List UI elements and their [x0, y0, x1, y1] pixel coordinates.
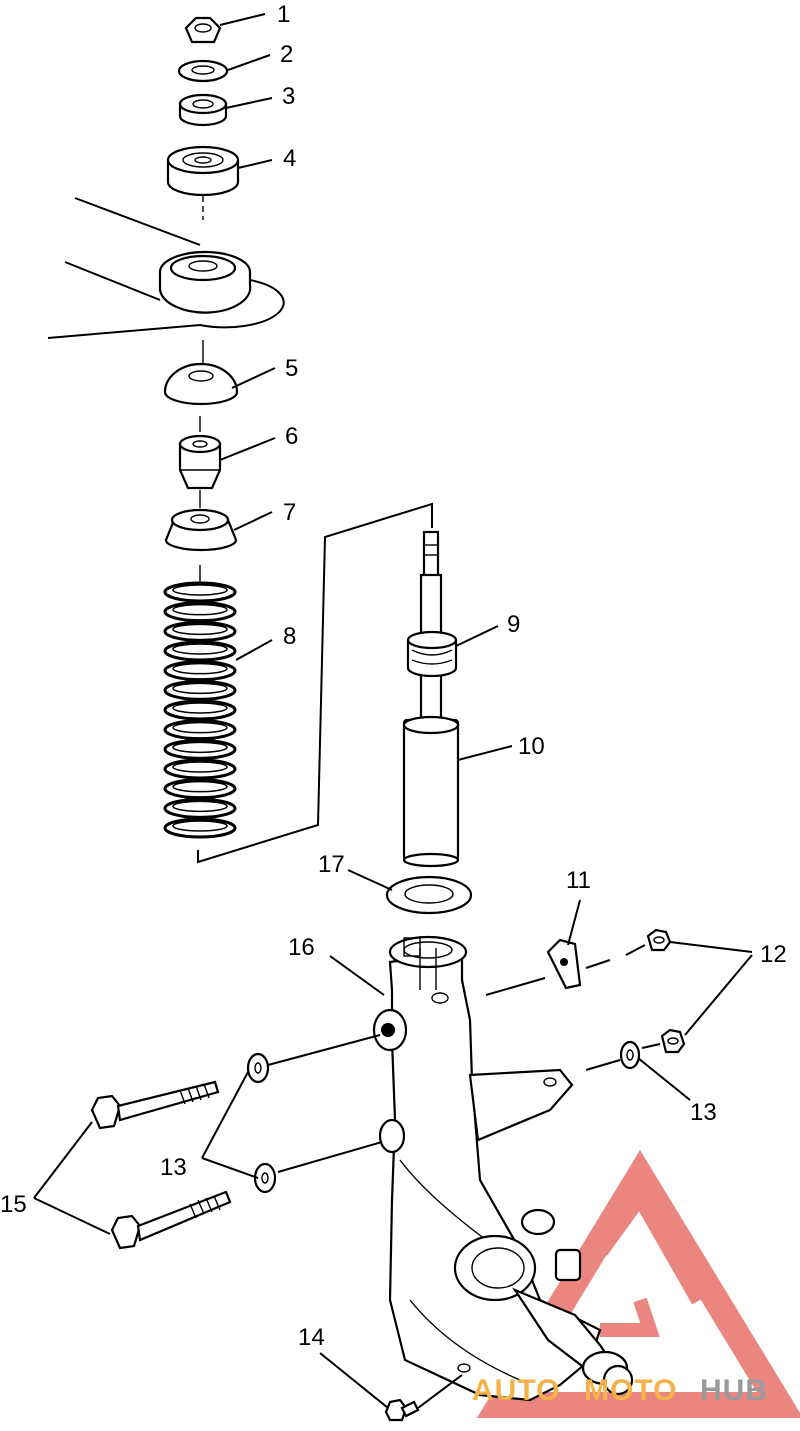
part-13-washer-upper — [246, 1052, 270, 1084]
spring-coil-inner — [172, 584, 228, 596]
callout-8: 8 — [283, 623, 296, 650]
part-15-bolt-upper — [90, 1080, 220, 1130]
spring-coil-inner — [172, 780, 228, 793]
callout-15: 15 — [0, 1191, 27, 1218]
callout-12: 12 — [760, 941, 787, 968]
assembly-bracket-line — [197, 502, 433, 864]
spring-coil-inner — [172, 741, 228, 754]
part-14-grease-fitting — [384, 1398, 420, 1422]
part-13-washer-right — [619, 1040, 641, 1070]
spring-coil-inner — [172, 800, 228, 813]
spring-coil — [163, 581, 237, 603]
spring-coil — [163, 640, 237, 662]
callout-17: 17 — [318, 851, 345, 878]
spring-coil — [163, 797, 237, 819]
callout-11: 11 — [566, 867, 591, 894]
watermark-text: AUTO MOTO HUB — [472, 1374, 768, 1407]
spring-coil — [163, 660, 237, 682]
spring-coil-inner — [172, 603, 228, 616]
part-2-washer — [177, 59, 229, 83]
callout-14: 14 — [298, 1324, 325, 1351]
part-8-coil-spring — [163, 581, 237, 839]
spring-coil-inner — [172, 820, 228, 832]
spring-coil — [163, 620, 237, 642]
watermark-auto: AUTO — [472, 1374, 560, 1407]
spring-coil-inner — [172, 721, 228, 734]
part-5-dome-cap — [163, 362, 239, 406]
callout-1: 1 — [277, 1, 290, 28]
spring-coil — [163, 738, 237, 760]
leader-lines — [33, 13, 753, 1409]
spring-coil — [163, 601, 237, 623]
callout-13-left: 13 — [160, 1154, 187, 1181]
part-11-clip — [546, 938, 582, 990]
spring-coil — [163, 758, 237, 780]
part-6-jam-nut — [178, 434, 222, 490]
part-15-bolt-lower — [110, 1190, 232, 1250]
frame-mount-plate — [47, 197, 285, 339]
part-12-nut-lower — [660, 1028, 686, 1054]
callout-3: 3 — [282, 83, 295, 110]
spring-coil-inner — [172, 643, 228, 655]
spring-coil — [163, 719, 237, 741]
callout-10: 10 — [518, 733, 545, 760]
spring-coil — [163, 679, 237, 701]
spring-coil-inner — [172, 623, 228, 636]
part-13-washer-lower — [253, 1162, 277, 1194]
part-12-nut-upper — [646, 928, 672, 952]
spring-coil-inner — [172, 761, 228, 773]
spring-coil-inner — [172, 662, 228, 675]
spring-coil — [163, 778, 237, 800]
callout-4: 4 — [283, 145, 296, 172]
watermark-logo — [476, 1149, 800, 1418]
watermark-moto: MOTO — [584, 1374, 677, 1407]
callout-2: 2 — [280, 41, 293, 68]
spring-coil — [163, 699, 237, 721]
part-3-bushing — [178, 93, 228, 127]
spring-coil-inner — [172, 682, 228, 695]
part-7-spring-seat — [164, 508, 238, 552]
callout-7: 7 — [283, 499, 296, 526]
part-1-nut — [184, 16, 222, 44]
part-4-mount-bushing — [166, 145, 240, 197]
callout-6: 6 — [285, 423, 298, 450]
callout-13-right: 13 — [690, 1099, 717, 1126]
callout-labels: 1 2 3 4 5 6 7 8 9 10 11 12 13 13 14 15 1… — [0, 1, 787, 1351]
watermark-hub: HUB — [700, 1374, 768, 1407]
callout-9: 9 — [507, 611, 520, 638]
callout-16: 16 — [288, 934, 315, 961]
callout-5: 5 — [285, 355, 298, 382]
spring-coil-inner — [172, 702, 228, 714]
spring-coil — [163, 817, 237, 839]
part-17-washer — [385, 875, 473, 915]
part-10-shock-absorber — [402, 530, 460, 868]
part-9-bump-stop — [406, 630, 458, 678]
part-16-strut-knuckle — [372, 935, 634, 1402]
